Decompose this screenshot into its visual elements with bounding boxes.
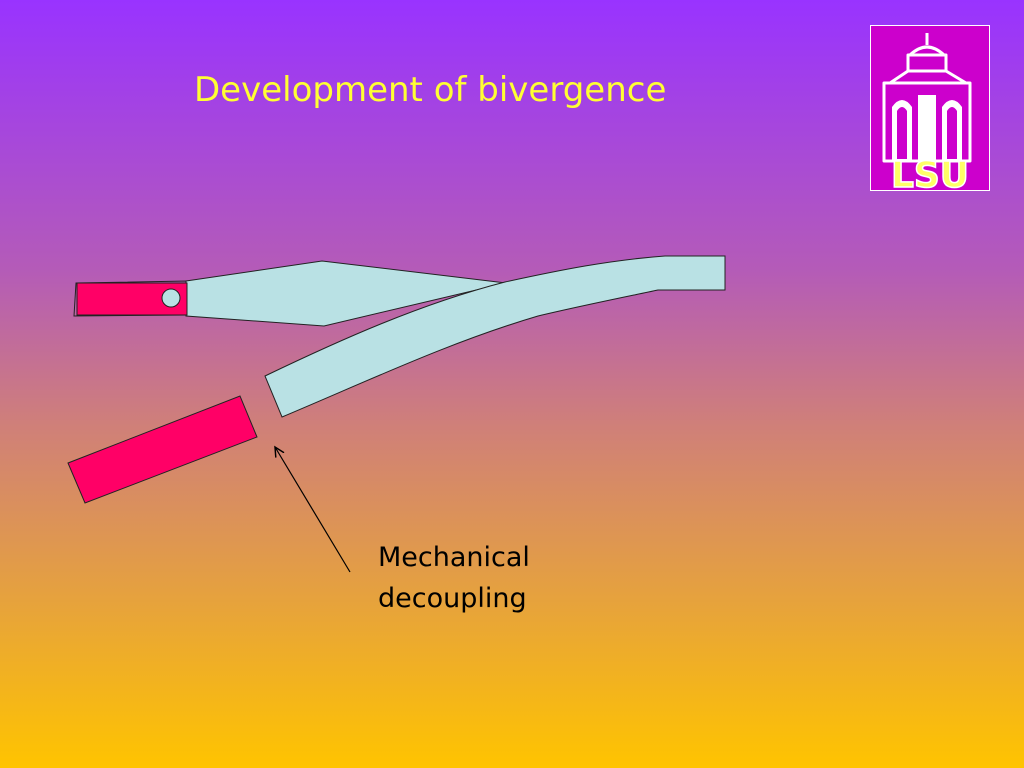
lower-fiber [264, 255, 726, 418]
slide-title: Development of bivergence [194, 70, 667, 110]
annotation-line-2: decoupling [378, 583, 527, 614]
attachment-point [161, 288, 181, 308]
annotation-line-1: Mechanical [378, 542, 530, 573]
lsu-logo: LSU [870, 25, 990, 191]
detached-segment [67, 395, 258, 504]
annotation-label: Mechanical decoupling [378, 537, 530, 619]
pointer-arrow [275, 447, 351, 573]
logo-text: LSU [891, 155, 969, 191]
